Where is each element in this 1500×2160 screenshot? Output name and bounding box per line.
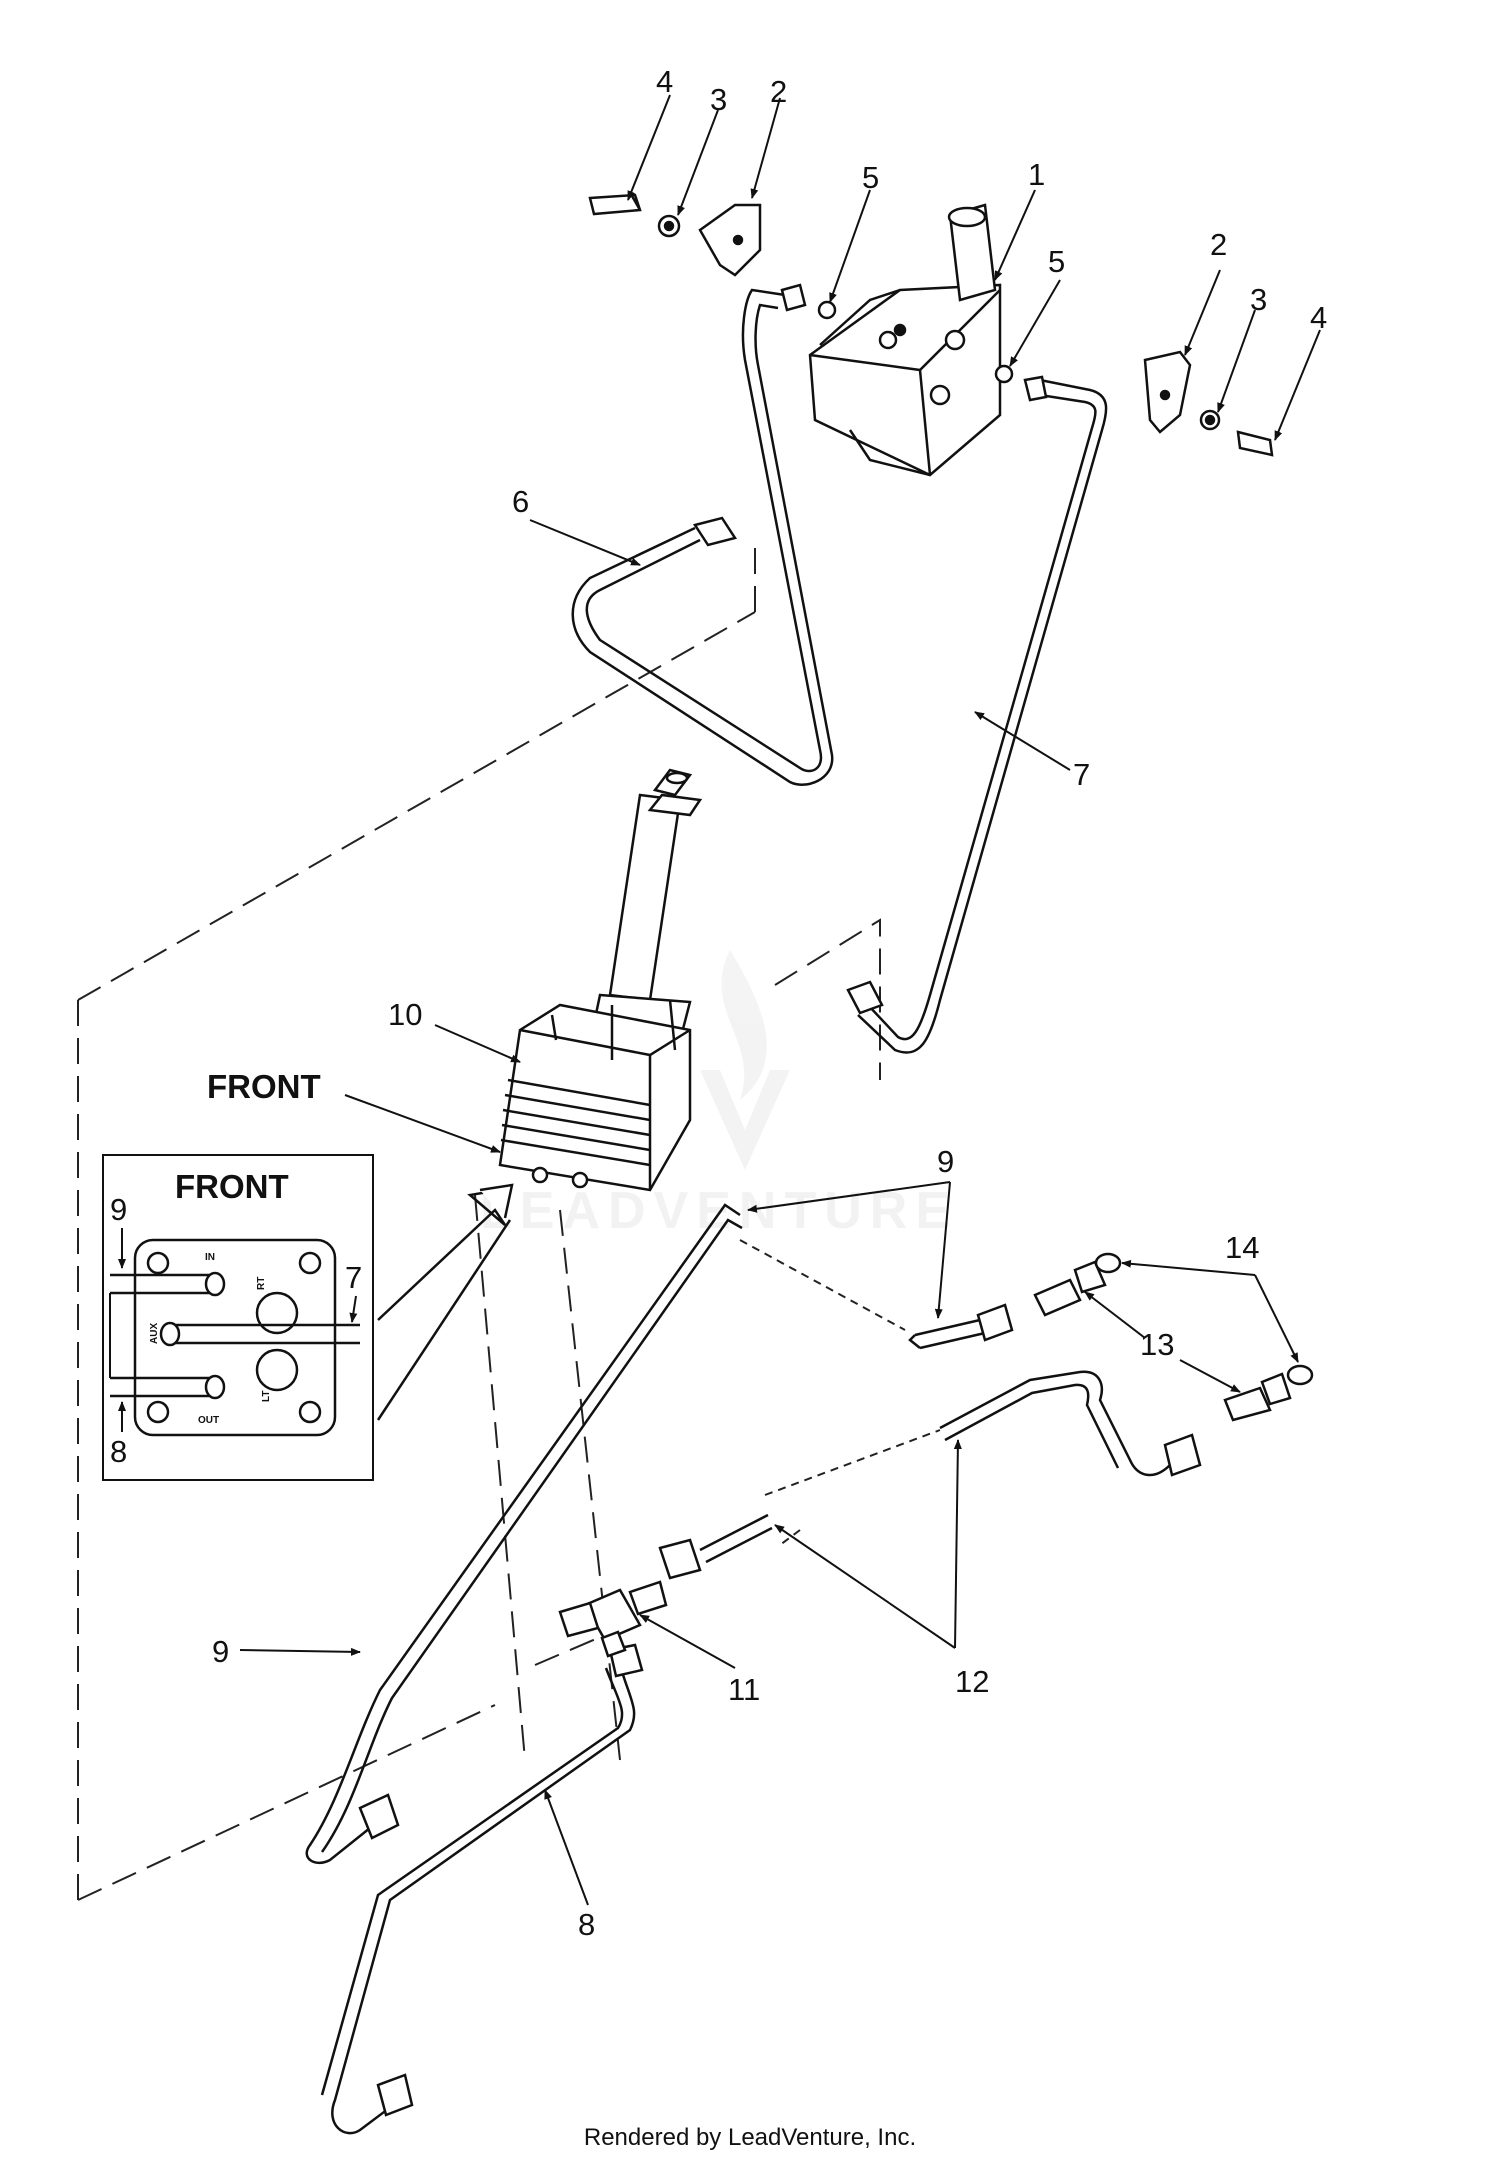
port-aux-label: AUX (149, 1323, 160, 1344)
o-rings (1094, 1252, 1314, 1386)
port-in-label: IN (205, 1252, 215, 1263)
tube-8 (320, 1643, 644, 2135)
callout-5-right: 5 (1048, 244, 1065, 279)
leadventure-watermark: LEADVENTURE (480, 950, 958, 1240)
callout-4-left: 4 (656, 64, 673, 99)
tube-6 (571, 283, 834, 786)
inset-callout-9: 9 (110, 1192, 127, 1227)
tube-9-short (908, 1303, 1014, 1350)
front-port-inset: FRONT IN AUX OUT RT LT 9 7 8 (102, 1154, 374, 1481)
inset-callout-7: 7 (345, 1260, 362, 1295)
tube-9 (305, 1203, 743, 1865)
footer-credit: Rendered by LeadVenture, Inc. (584, 2124, 916, 2151)
callout-3-right: 3 (1250, 282, 1267, 317)
callout-9-lower: 9 (212, 1634, 229, 1669)
mounting-hardware-left (588, 193, 837, 320)
tube-7 (846, 375, 1108, 1054)
watermark-text: LEADVENTURE (480, 1182, 958, 1240)
callout-13: 13 (1140, 1327, 1174, 1362)
callout-7: 7 (1073, 757, 1090, 792)
adapter-fittings (1033, 1260, 1292, 1422)
callout-numbers: 1 2 2 3 3 4 4 5 5 6 7 8 9 9 10 11 12 13 … (207, 64, 1327, 1942)
dashed-envelope-outline (77, 540, 941, 1901)
callout-11: 11 (728, 1672, 760, 1707)
front-label: FRONT (207, 1068, 321, 1105)
callout-1: 1 (1028, 157, 1045, 192)
callout-5-left: 5 (862, 160, 879, 195)
callout-10: 10 (388, 997, 422, 1032)
port-out-label: OUT (198, 1415, 219, 1426)
callout-3-left: 3 (710, 82, 727, 117)
inset-pointer (376, 1183, 514, 1421)
tube-12 (658, 1370, 1202, 1580)
callout-12: 12 (955, 1664, 989, 1699)
leader-lines (239, 94, 1321, 1906)
inset-callout-8: 8 (110, 1434, 127, 1469)
port-lt-label: LT (261, 1391, 272, 1402)
callout-2-left: 2 (770, 74, 787, 109)
port-rt-label: RT (256, 1277, 267, 1290)
callout-14: 14 (1225, 1230, 1259, 1265)
steering-valve-block (808, 203, 1002, 477)
inset-title: FRONT (175, 1168, 289, 1205)
callout-6: 6 (512, 484, 529, 519)
callout-9-upper: 9 (937, 1144, 954, 1179)
callout-8: 8 (578, 1907, 595, 1942)
callout-2-right: 2 (1210, 227, 1227, 262)
tee-fitting (558, 1580, 668, 1658)
steering-control-unit (498, 768, 703, 1192)
mounting-hardware-right (994, 350, 1274, 457)
callout-4-right: 4 (1310, 300, 1327, 335)
